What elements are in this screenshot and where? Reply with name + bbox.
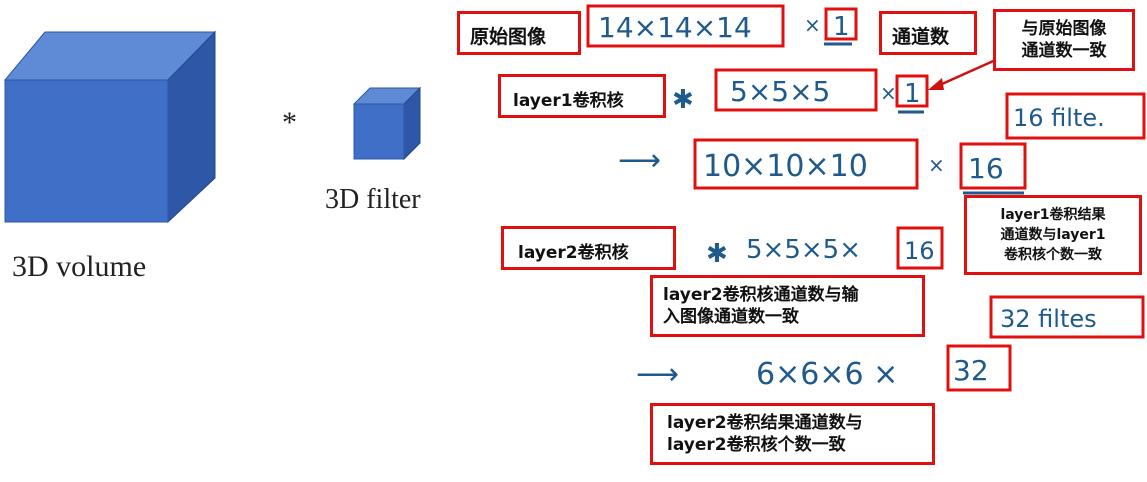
layer1-channel-text: 1 [904,79,921,109]
label-original-image-text: 原始图像 [470,26,547,48]
label-layer2-kernel-text: layer2卷积核 [518,243,629,263]
convolution-operator: * [282,106,297,139]
layer1-kernel-box [714,68,878,112]
layer1-star: ✱ [672,85,694,115]
note-arrow-head [928,78,944,90]
layer1-channel-box [895,74,929,108]
layer1-result-box [693,138,919,190]
input-channel-box [824,7,858,41]
volume-caption: 3D volume [12,250,146,283]
layer1-filters-text: 16 filte. [1013,104,1105,132]
layer1-kernel-text: 5×5×5 [730,75,830,108]
label-layer1-result-line3: 卷积核个数一致 [1004,247,1102,263]
label-layer1-result-line2: 通道数与layer1 [1000,227,1106,243]
layer2-channel-text: 16 [904,237,935,265]
label-layer2-channels-line2: 入图像通道数一致 [663,307,799,327]
label-layer2-channels-line1: layer2卷积核通道数与输 [663,285,859,305]
label-layer1-result-line1: layer1卷积结果 [1000,207,1106,223]
layer1-result-channel-box [959,142,1027,190]
input-dims-box [586,4,785,48]
label-same-as-input: 与原始图像 通道数一致 [993,9,1135,71]
filter-cube [352,86,422,161]
input-dims-text: 14×14×14 [598,11,752,44]
label-layer1-kernel-text: layer1卷积核 [513,91,624,111]
layer1-times: × [880,81,897,105]
filter-caption: 3D filter [325,184,421,215]
layer2-filters-text: 32 filtes [1000,305,1097,333]
label-channels: 通道数 [879,11,977,55]
volume-cube [3,30,217,224]
label-layer1-result: layer1卷积结果 通道数与layer1 卷积核个数一致 [964,195,1142,275]
label-original-image: 原始图像 [457,11,581,55]
label-layer1-kernel: layer1卷积核 [498,74,666,118]
label-layer2-kernel: layer2卷积核 [501,226,676,270]
label-same-as-input-line1: 与原始图像 [1021,19,1107,39]
layer2-kernel-text: 5×5×5× [746,235,861,265]
input-times: × [804,13,821,37]
layer2-result-channel-text: 32 [953,354,989,387]
input-channel-text: 1 [833,12,850,42]
label-layer2-result: layer2卷积结果通道数与 layer2卷积核个数一致 [650,403,935,465]
layer1-result-arrow: ⟶ [618,143,661,178]
layer1-result-times: × [928,153,945,177]
layer1-result-text: 10×10×10 [703,149,868,184]
label-channels-text: 通道数 [892,26,950,48]
layer2-channel-box [896,226,944,270]
note-arrow-line [932,56,1001,90]
label-layer2-result-line1: layer2卷积结果通道数与 [667,413,863,433]
layer1-result-channel-text: 16 [968,152,1004,185]
layer2-star: ✱ [706,239,728,269]
layer1-filters-box [1005,92,1146,140]
layer2-result-arrow: ⟶ [636,357,679,392]
label-layer2-result-line2: layer2卷积核个数一致 [667,435,846,455]
layer2-result-channel-box [946,344,1012,392]
label-same-as-input-line2: 通道数一致 [1021,41,1107,61]
label-layer2-channels: layer2卷积核通道数与输 入图像通道数一致 [650,275,925,337]
layer2-filters-box [989,295,1145,339]
layer2-result-text: 6×6×6 × [756,357,898,392]
